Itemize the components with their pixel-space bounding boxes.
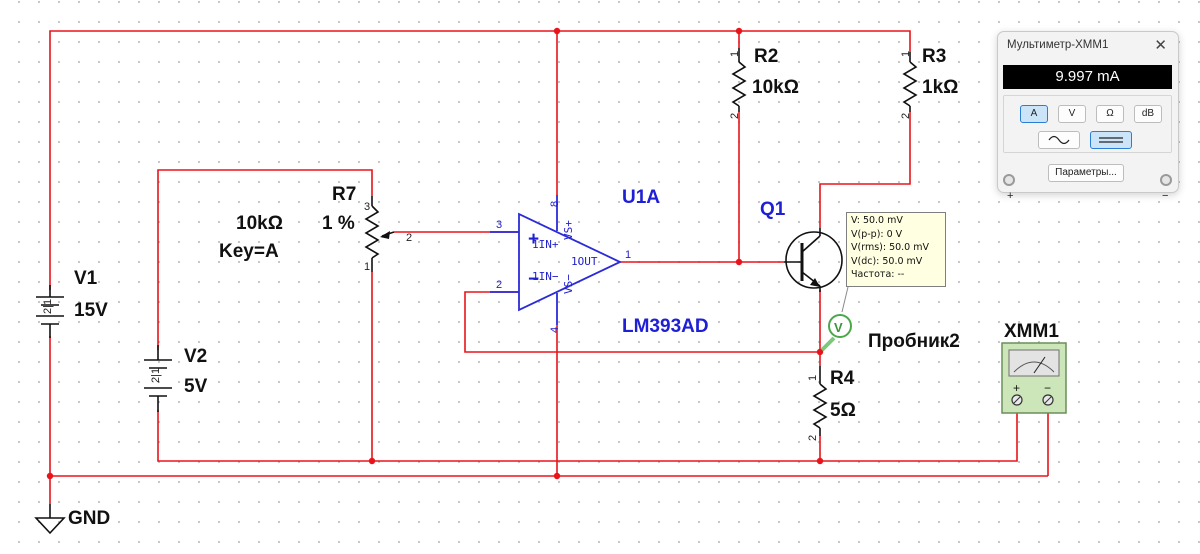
wire-v2-bottom[interactable] <box>157 400 1018 462</box>
battery-v2[interactable]: 2|1 <box>144 345 172 412</box>
v2-name: V2 <box>184 346 207 367</box>
probe-readout-line: V(p-p): 0 V <box>851 228 903 240</box>
junction-dot <box>816 348 824 356</box>
v1-pin-label: 2|1 <box>42 299 54 314</box>
opamp-out-label: 1OUT <box>571 255 598 268</box>
mode-button-ampere[interactable]: A <box>1020 105 1048 123</box>
junctions <box>46 27 824 480</box>
opamp-in-minus-label: 1IN− <box>532 270 559 283</box>
probe-readout-line: V(rms): 50.0 mV <box>851 242 929 253</box>
multimeter-window-title: Мультиметр-XMM1 <box>1007 39 1109 51</box>
opamp-plus-sign: + <box>528 229 539 250</box>
r7-name: R7 <box>332 184 356 205</box>
r3-name: R3 <box>922 46 946 67</box>
r3-pin2: 2 <box>900 113 912 119</box>
r7-value: 10kΩ <box>236 213 283 234</box>
multimeter-xmm1-symbol[interactable] <box>1001 342 1067 414</box>
opamp-part: LM393AD <box>622 316 709 337</box>
junction-dot <box>735 27 743 35</box>
gnd-label: GND <box>68 508 110 529</box>
multimeter-display: 9.997 mA <box>1003 65 1172 89</box>
dc-line-icon <box>1099 137 1123 143</box>
junction-dot <box>816 457 824 465</box>
dc-mode-button[interactable] <box>1090 131 1132 149</box>
multimeter-plus-sign: + <box>1007 190 1014 202</box>
r3-pin1: 1 <box>900 51 912 57</box>
opamp-pin4: 4 <box>549 327 561 333</box>
ac-mode-button[interactable] <box>1038 131 1080 149</box>
probe-icon[interactable] <box>820 314 852 352</box>
r4-pin1: 1 <box>807 375 819 381</box>
r7-key: Key=A <box>219 241 279 262</box>
opamp-in-plus-label: 1IN+ <box>532 238 559 251</box>
wire-r3-collector[interactable] <box>819 112 911 228</box>
transistor-q1[interactable] <box>784 228 843 292</box>
r4-value: 5Ω <box>830 400 856 421</box>
xmm1-plus-sign: + <box>1013 381 1020 395</box>
opamp-pin1: 1 <box>625 249 631 261</box>
potentiometer-r7[interactable] <box>364 196 395 272</box>
r4-name: R4 <box>830 368 855 389</box>
v2-value: 5V <box>184 376 208 397</box>
probe-readout-line: V: 50.0 mV <box>851 215 903 226</box>
junction-dot <box>46 472 54 480</box>
r7-pin2: 2 <box>406 232 412 244</box>
r2-value: 10kΩ <box>752 77 799 98</box>
r7-pin3: 3 <box>364 201 370 213</box>
sine-wave-icon <box>1048 135 1070 145</box>
r4-pin2: 2 <box>807 435 819 441</box>
multimeter-minus-sign: − <box>1162 190 1169 202</box>
opamp-minus-sign: − <box>528 269 539 290</box>
resistor-r3[interactable] <box>902 52 918 112</box>
xmm1-minus-sign: − <box>1044 381 1051 395</box>
multimeter-minus-terminal[interactable] <box>1160 174 1172 186</box>
q1-name: Q1 <box>760 199 786 220</box>
junction-dot <box>553 472 561 480</box>
ground-symbol[interactable] <box>34 504 66 535</box>
wire-top-rail[interactable] <box>49 30 911 290</box>
resistor-r2[interactable] <box>731 48 747 112</box>
r7-tolerance: 1 % <box>322 213 355 234</box>
r2-pin1: 1 <box>729 51 741 57</box>
mode-button-volt[interactable]: V <box>1058 105 1086 123</box>
probe-readout-line: Частота: -- <box>851 269 905 280</box>
probe-name: Пробник2 <box>868 331 960 352</box>
opamp-pin3: 3 <box>496 219 502 231</box>
multimeter-window[interactable]: Мультиметр-XMM1 ✕ 9.997 mA A V Ω dB + − … <box>997 31 1179 202</box>
opamp-vee-label: VS− <box>562 274 575 294</box>
junction-dot <box>368 457 376 465</box>
opamp-pin8: 8 <box>549 201 561 207</box>
multimeter-plus-terminal[interactable] <box>1003 174 1015 186</box>
r3-value: 1kΩ <box>922 77 958 98</box>
opamp-vcc-label: VS+ <box>562 220 575 240</box>
junction-dot <box>553 27 561 35</box>
close-icon[interactable]: ✕ <box>1154 37 1167 54</box>
probe-readout-line: V(dc): 50.0 mV <box>851 255 923 267</box>
v2-pin-label: 2|1 <box>150 368 162 383</box>
opamp-name: U1A <box>622 187 660 208</box>
r2-name: R2 <box>754 46 778 67</box>
v1-value: 15V <box>74 300 108 321</box>
r2-pin2: 2 <box>729 113 741 119</box>
wire-v2-top[interactable] <box>157 169 373 350</box>
probe-pointer <box>841 286 849 313</box>
opamp-pin2: 2 <box>496 279 502 291</box>
battery-v1[interactable]: 2|1 <box>36 285 64 338</box>
v1-name: V1 <box>74 268 98 289</box>
xmm1-name: XMM1 <box>1004 321 1059 342</box>
mode-button-ohm[interactable]: Ω <box>1096 105 1124 123</box>
mode-button-db[interactable]: dB <box>1134 105 1162 123</box>
junction-dot <box>735 258 743 266</box>
settings-button[interactable]: Параметры... <box>1048 164 1124 182</box>
r7-pin1: 1 <box>364 261 370 273</box>
probe-symbol: V <box>834 320 843 335</box>
opamp-u1a[interactable] <box>490 195 623 325</box>
probe-readout: V: 50.0 mV V(p-p): 0 V V(rms): 50.0 mV V… <box>846 212 946 287</box>
multimeter-controls: A V Ω dB <box>1003 95 1172 153</box>
resistor-r4[interactable] <box>812 366 828 436</box>
